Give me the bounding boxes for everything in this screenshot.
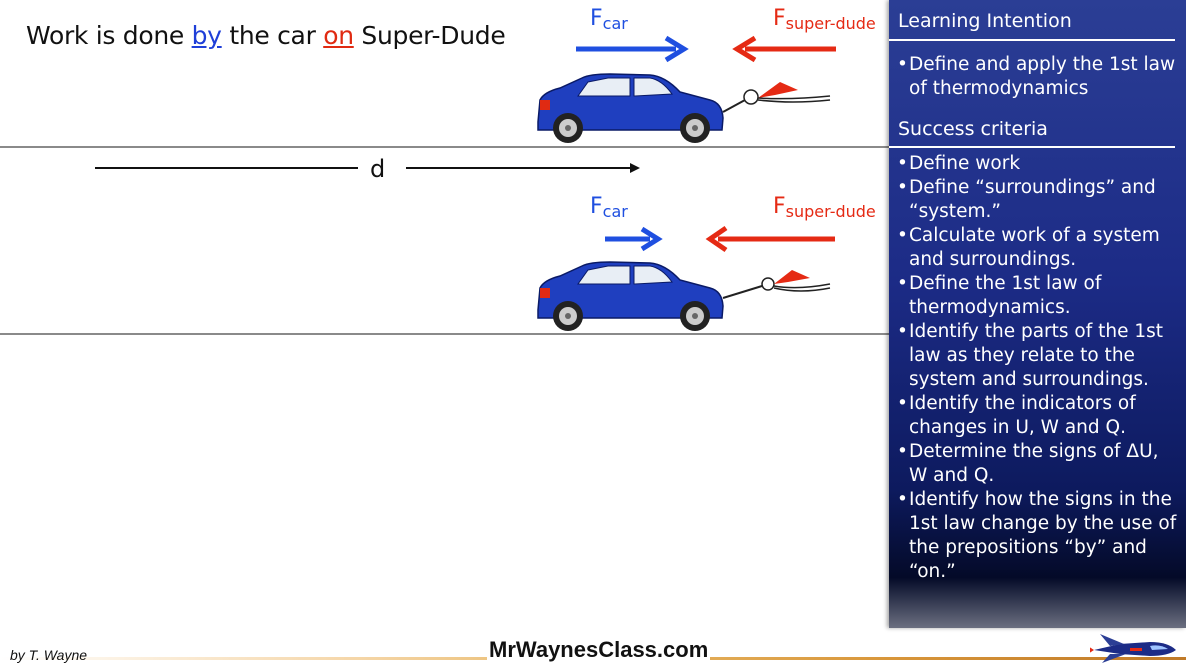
title-by: by xyxy=(191,21,222,50)
slide-title: Work is done by the car on Super-Dude xyxy=(26,21,506,50)
car-icon xyxy=(537,261,724,331)
force-car-symbol: F xyxy=(590,6,603,31)
force-car-label-top: Fcar xyxy=(590,6,628,33)
success-item: •Define “surroundings” and “system.” xyxy=(897,177,1156,222)
car-bottom-illustration xyxy=(537,261,831,331)
learning-heading-rule xyxy=(889,39,1175,41)
ground-line-bottom xyxy=(0,333,900,335)
title-suffix: Super-Dude xyxy=(353,21,506,50)
force-car-subscript: car xyxy=(602,14,628,33)
success-item: •Identify the parts of the 1st law as th… xyxy=(897,321,1164,390)
force-dude-label-top: Fsuper-dude xyxy=(773,6,876,33)
brand-wordmark: MrWaynesClass.com xyxy=(487,637,711,663)
super-dude-icon xyxy=(722,270,831,299)
success-item: •Calculate work of a system and surround… xyxy=(897,225,1160,270)
force-dude-symbol: F xyxy=(773,6,786,31)
car-force-arrow-bottom xyxy=(605,226,663,252)
learning-intention-list: •Define and apply the 1st law of thermod… xyxy=(897,53,1182,101)
force-arrows-top xyxy=(576,35,836,63)
title-prefix: Work is done xyxy=(26,21,192,50)
author-credit: by T. Wayne xyxy=(10,647,88,663)
force-arrows-bottom xyxy=(605,225,835,253)
success-criteria-list: •Define work •Define “surroundings” and … xyxy=(897,152,1182,584)
success-criteria-heading: Success criteria xyxy=(898,118,1048,140)
title-middle: the car xyxy=(221,21,324,50)
car-top-illustration xyxy=(537,73,831,143)
bullet: • xyxy=(897,54,908,75)
learning-intention-heading: Learning Intention xyxy=(898,10,1072,32)
force-car-subscript: car xyxy=(602,202,628,221)
title-on: on xyxy=(323,21,354,50)
force-dude-subscript: super-dude xyxy=(785,202,876,221)
learning-panel: Learning Intention •Define and apply the… xyxy=(889,0,1186,628)
learning-item: •Define and apply the 1st law of thermod… xyxy=(897,54,1176,99)
ground-line-top xyxy=(0,146,892,148)
success-item: •Identify the indicators of changes in U… xyxy=(897,393,1136,438)
success-item: •Identify how the signs in the 1st law c… xyxy=(897,489,1177,582)
success-item: •Determine the signs of ΔU, W and Q. xyxy=(897,441,1159,486)
force-car-symbol: F xyxy=(590,194,603,219)
success-item: •Define the 1st law of thermodynamics. xyxy=(897,273,1102,318)
force-dude-subscript: super-dude xyxy=(785,14,876,33)
force-car-label-bottom: Fcar xyxy=(590,194,628,221)
force-dude-symbol: F xyxy=(773,194,786,219)
displacement-arrow xyxy=(95,163,640,173)
force-dude-label-bottom: Fsuper-dude xyxy=(773,194,876,221)
dude-force-arrow-bottom xyxy=(705,225,835,253)
rocket-logo-icon xyxy=(1090,634,1176,663)
super-dude-icon xyxy=(722,82,831,113)
success-heading-rule xyxy=(889,146,1175,148)
car-icon xyxy=(537,73,724,143)
distance-label: d xyxy=(370,155,386,183)
dude-force-arrow-top xyxy=(732,35,836,63)
car-force-arrow-top xyxy=(576,35,689,63)
success-item: •Define work xyxy=(897,153,1021,174)
